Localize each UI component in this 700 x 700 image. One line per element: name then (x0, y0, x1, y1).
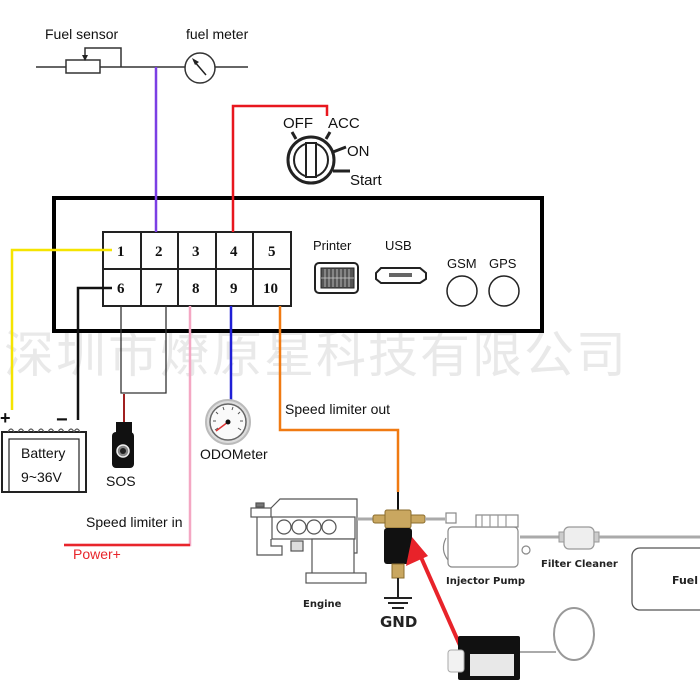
filter-cleaner: Filter Cleaner (541, 526, 618, 570)
usb-connector-icon (375, 267, 427, 284)
gps-port: GPS (488, 256, 520, 307)
odometer-gauge-icon (205, 399, 251, 445)
battery: + − Battery 9~36V (0, 408, 87, 493)
engine: Engine (250, 498, 375, 610)
injector-pump-label: Injector Pump (446, 576, 525, 587)
watermark-text: 深圳市燎原星科技有限公司 (4, 326, 628, 384)
battery-minus-label: − (56, 409, 68, 431)
ignition-on-label: ON (347, 143, 370, 160)
ignition-acc-label: ACC (328, 115, 360, 132)
pin-8: 8 (192, 281, 200, 297)
ignition-switch: OFF ACC ON Start (283, 115, 383, 189)
wire-pin10-speed-limiter-out (278, 306, 400, 492)
wire-pin6-7-sos-loop (120, 306, 167, 394)
power-plus-label: Power+ (73, 546, 121, 562)
engine-icon (250, 498, 367, 584)
pin-7: 7 (155, 281, 163, 297)
sos-label: SOS (106, 473, 136, 489)
speed-limiter-module-icon (447, 607, 595, 680)
tracker-device-box (52, 196, 544, 333)
injector-pump: Injector Pump (442, 512, 531, 587)
battery-icon (1, 428, 87, 493)
fuel-tank: Fuel (631, 547, 700, 611)
fuel-meter-icon (184, 52, 216, 84)
terminal-block: 1 2 3 4 5 6 7 8 9 10 (102, 231, 292, 307)
usb-label: USB (385, 238, 412, 253)
pin-3: 3 (192, 244, 200, 260)
usb-port: USB (375, 238, 427, 284)
injector-pump-icon (442, 512, 531, 568)
fuel-circuit: Fuel sensor fuel meter (36, 26, 249, 84)
gnd-label: GND (380, 613, 417, 631)
ignition-off-label: OFF (283, 115, 313, 132)
fuel-sensor-label: Fuel sensor (45, 26, 118, 42)
engine-label: Engine (303, 599, 342, 610)
printer-connector-icon (314, 262, 359, 294)
pin-9: 9 (230, 281, 238, 297)
pin-4: 4 (230, 244, 238, 260)
wire-pin1-battery-positive (10, 248, 112, 410)
battery-label: Battery (21, 445, 65, 461)
wire-pin4-acc (231, 104, 329, 232)
sos-button-icon (112, 422, 134, 468)
gsm-label: GSM (447, 256, 477, 271)
wire-pin6-battery-negative (76, 286, 112, 420)
speed-limiter-out-label: Speed limiter out (285, 401, 390, 417)
fuel-meter-label: fuel meter (186, 26, 249, 42)
gps-antenna-icon (488, 275, 520, 307)
speed-limiter-in-label: Speed limiter in (86, 514, 183, 530)
printer-port: Printer (313, 238, 359, 294)
gsm-antenna-icon (446, 275, 478, 307)
pin-1: 1 (117, 244, 125, 260)
battery-voltage-label: 9~36V (21, 469, 63, 485)
odometer-label: ODOMeter (200, 446, 268, 462)
ignition-start-label: Start (350, 172, 383, 189)
gps-label: GPS (489, 256, 517, 271)
battery-plus-label: + (0, 408, 11, 428)
pin-6: 6 (117, 281, 125, 297)
fuel-tank-icon (631, 547, 700, 611)
pin-2: 2 (155, 244, 163, 260)
ground-symbol: GND (380, 578, 417, 631)
pin-5: 5 (268, 244, 276, 260)
printer-label: Printer (313, 238, 352, 253)
pin-10: 10 (263, 281, 278, 297)
gsm-port: GSM (446, 256, 478, 307)
filter-cleaner-icon (558, 526, 600, 550)
solenoid-valve-icon (372, 509, 426, 579)
red-arrow-icon (406, 537, 464, 651)
odometer: ODOMeter (200, 399, 268, 462)
sos-button: SOS (106, 422, 136, 489)
fuel-sensor-resistor-icon (65, 59, 101, 74)
filter-cleaner-label: Filter Cleaner (541, 559, 618, 570)
fuel-tank-label: Fuel (672, 574, 698, 587)
